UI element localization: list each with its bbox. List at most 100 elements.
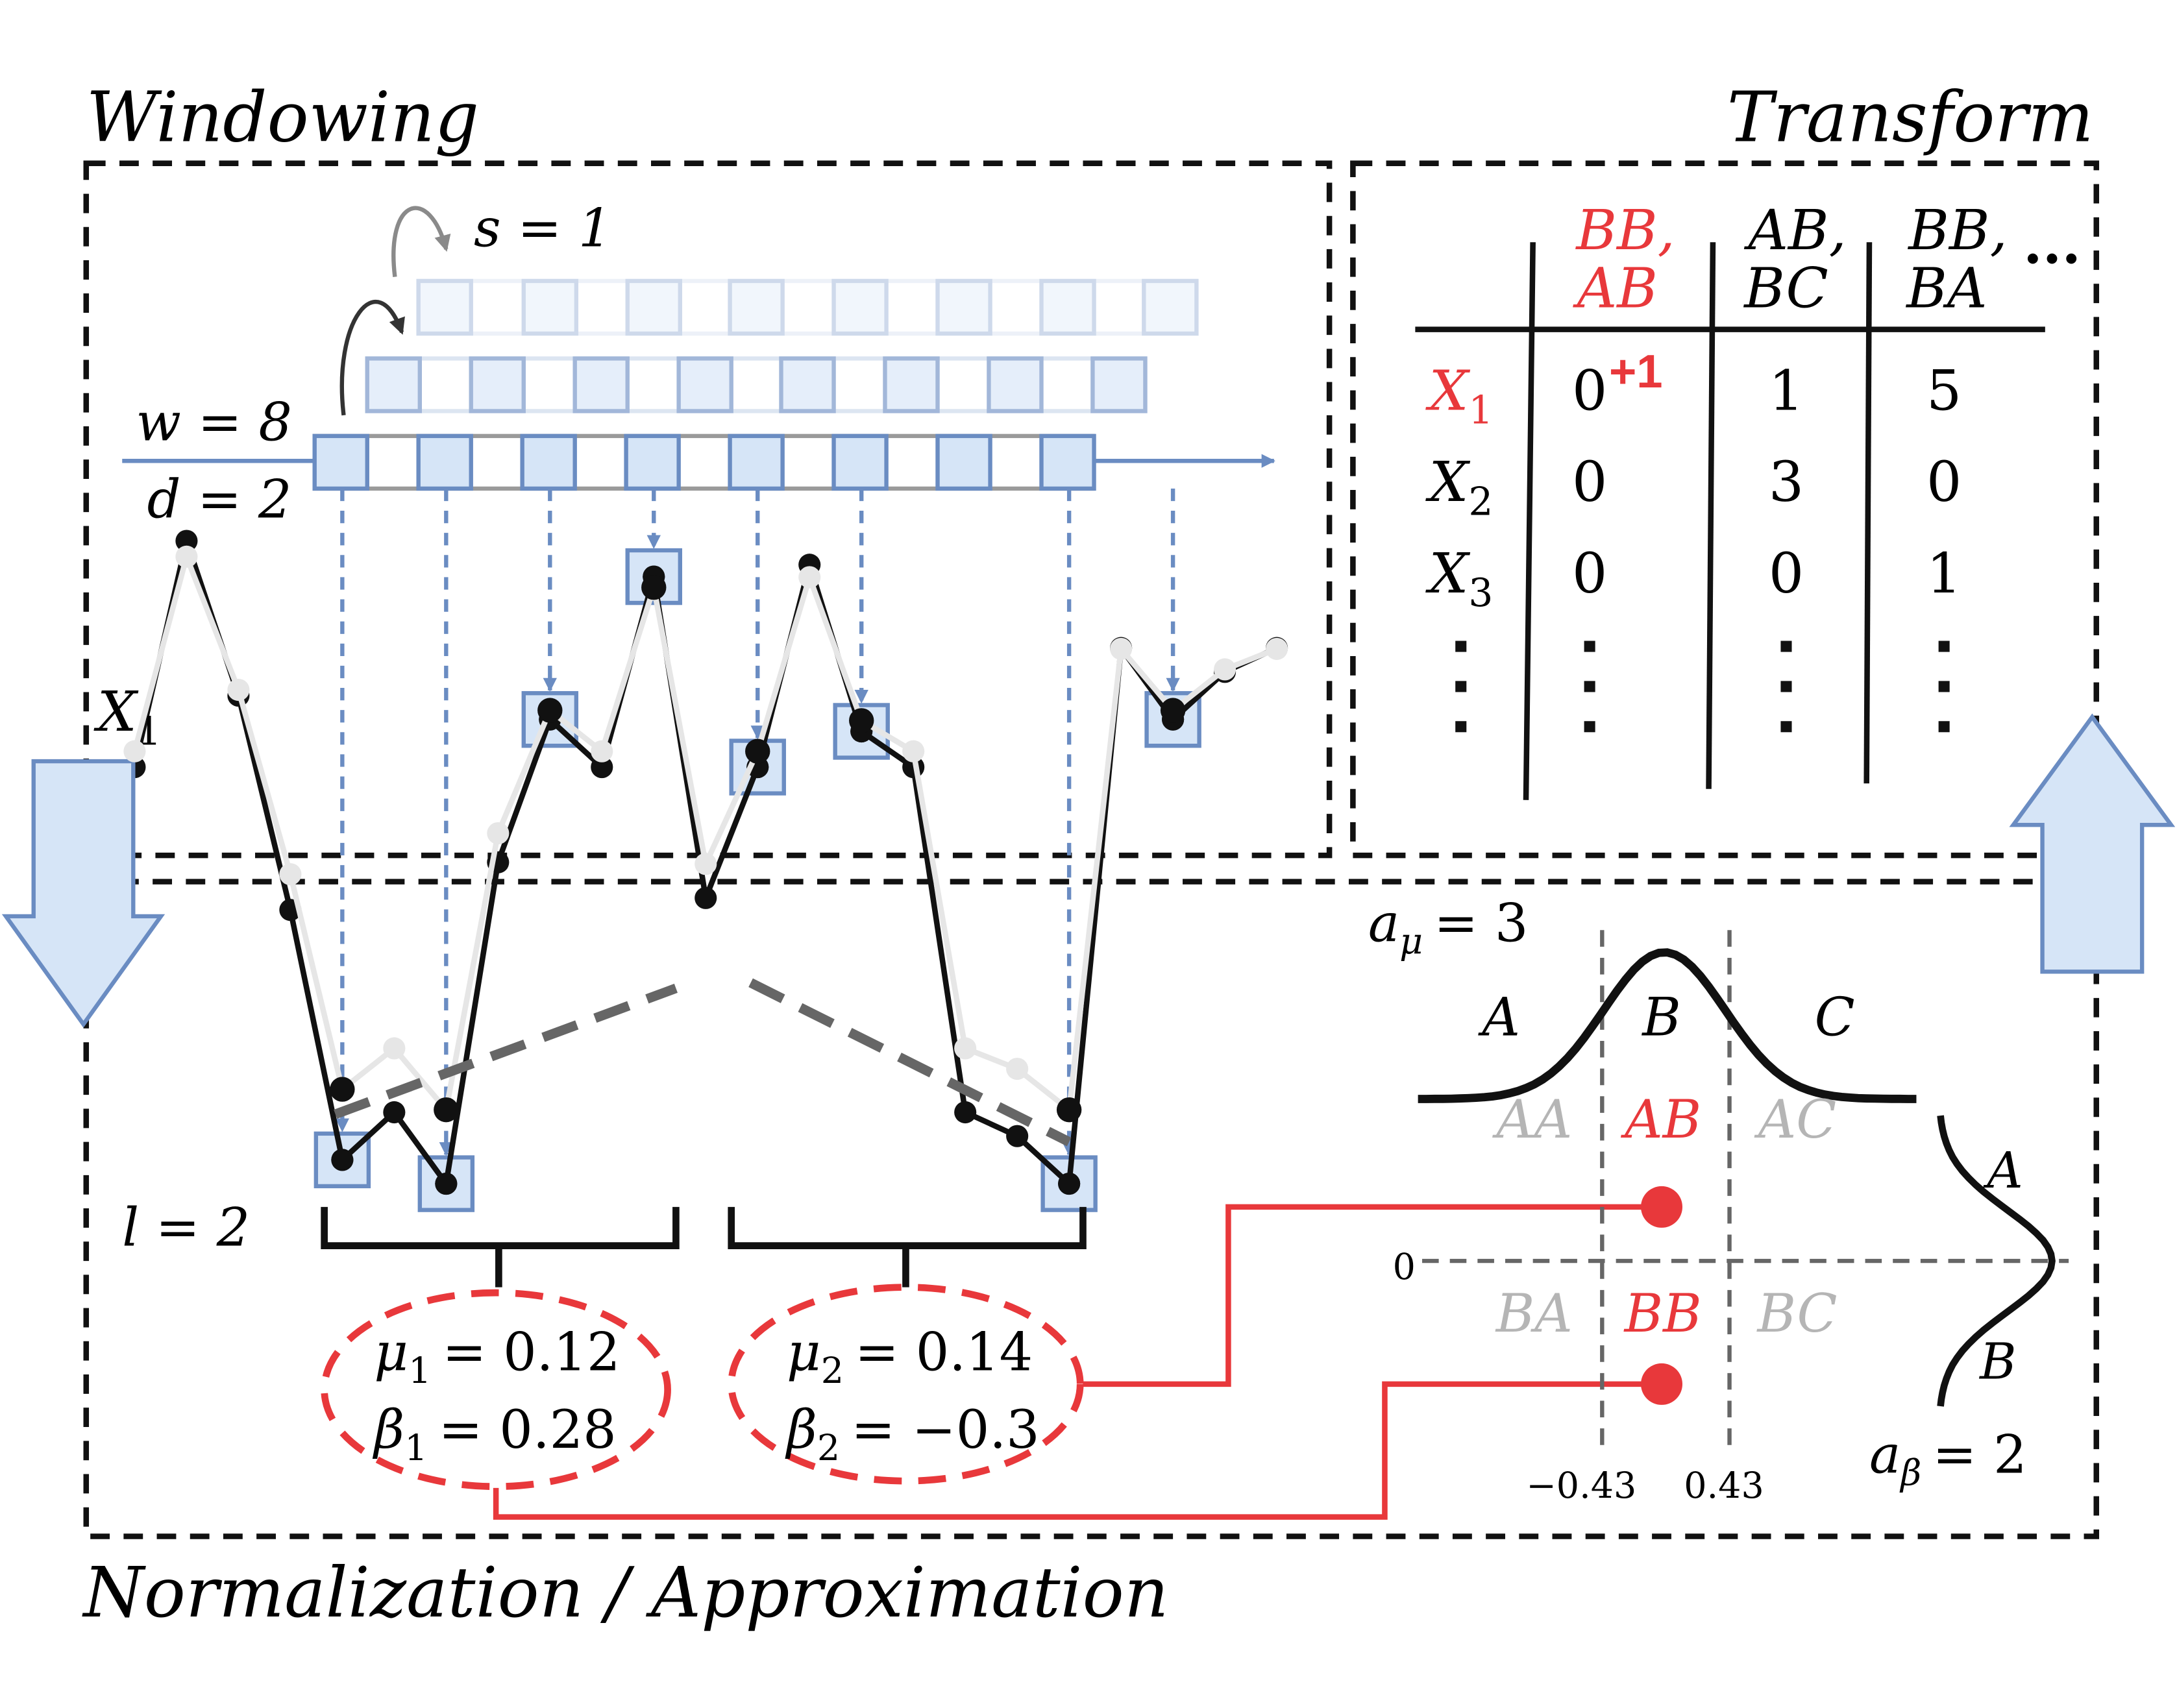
faded-series-point: [383, 1037, 406, 1060]
row-3-label: X3: [1425, 542, 1494, 616]
beta2-label: β2= −0.3: [785, 1400, 1040, 1469]
mu-symbol-b: B: [1641, 987, 1681, 1048]
window-row-faded: [416, 278, 1199, 336]
col-1-line2: AB: [1573, 257, 1658, 321]
window-row-shifted: [365, 356, 1148, 413]
segment-2-stats-ellipse: [728, 1284, 1084, 1485]
row-3-col-3: 1: [1926, 542, 1962, 606]
increment-badge: +1: [1609, 345, 1663, 398]
beta-symbol-a: A: [1983, 1142, 2023, 1200]
mu-symbol-a: A: [1477, 987, 1520, 1048]
stride-arrow-dark: [339, 299, 405, 416]
word-ac: AC: [1754, 1090, 1837, 1151]
segment-1-stats-ellipse: [321, 1289, 671, 1491]
window-point: [641, 575, 667, 600]
window-point: [745, 738, 770, 764]
row-2-col-3: 0: [1926, 450, 1962, 515]
alpha-mu-label: aμ= 3: [1368, 893, 1529, 962]
up-block-arrow: [2009, 713, 2176, 974]
beta1-label: β1= 0.28: [372, 1400, 616, 1469]
col-1-line1: BB,: [1575, 199, 1675, 263]
series-point: [331, 1149, 354, 1171]
segment-2-bracket: [728, 1206, 1087, 1287]
window-point: [849, 708, 874, 733]
mu-gaussian-curve: [1418, 948, 1917, 1103]
faded-series-point: [1266, 637, 1288, 660]
regression-line-segment-2: [748, 978, 1072, 1147]
series-point: [435, 1172, 458, 1195]
row-1-col-3: 5: [1926, 359, 1962, 423]
breakpoint-pos-label: 0.43: [1684, 1465, 1764, 1507]
word-ba: BA: [1495, 1284, 1573, 1345]
breakpoint-neg-label: −0.43: [1526, 1465, 1636, 1507]
col-2-line2: BC: [1743, 257, 1828, 321]
faded-series-point: [123, 740, 146, 762]
row-2-col-2: 3: [1769, 450, 1804, 515]
down-block-arrow: [1, 759, 166, 1028]
word-ab: AB: [1620, 1090, 1701, 1151]
row-1-col-2: 1: [1769, 359, 1804, 423]
word-bb: BB: [1623, 1284, 1702, 1345]
row-3-col-2: 0: [1769, 542, 1804, 606]
col-2-line1: AB,: [1743, 199, 1846, 263]
faded-series-point: [175, 545, 198, 568]
series-point: [591, 755, 613, 779]
table-header: BB, AB AB, BC BB, BA ...: [1573, 199, 2081, 321]
regression-line-segment-1: [334, 983, 678, 1119]
word-bc: BC: [1756, 1284, 1838, 1345]
transform-title: Transform: [1727, 78, 2094, 158]
window-point: [330, 1077, 355, 1102]
faded-series-point: [1110, 637, 1133, 660]
stride-label: s = 1: [474, 199, 612, 260]
series-point: [1006, 1125, 1029, 1147]
window-point: [434, 1097, 459, 1123]
row-3-col-1: 0: [1572, 542, 1607, 606]
faded-time-series: [123, 545, 1288, 1121]
row-2-col-1: 0: [1572, 450, 1607, 515]
mu2-label: μ2= 0.14: [787, 1323, 1033, 1392]
segment-1-bracket: [321, 1206, 680, 1287]
faded-series-point: [227, 678, 250, 702]
col-3-line1: BB,: [1907, 199, 2007, 263]
col-3-line2: BA: [1905, 257, 1987, 321]
connector-to-bb: [493, 1381, 1659, 1520]
projection-arrows: [335, 488, 1180, 1156]
ab-point-marker: [1641, 1186, 1683, 1228]
window-point: [1160, 698, 1186, 723]
beta-gaussian-curve: [1937, 1115, 2056, 1407]
windowing-panel: [83, 160, 1333, 859]
bb-point-marker: [1641, 1363, 1683, 1405]
time-series-x1: [123, 530, 1288, 1195]
series-point: [1058, 1172, 1081, 1195]
row-2-label: X2: [1425, 450, 1494, 524]
dilation-label: d = 2: [147, 470, 292, 531]
faded-series-point: [487, 822, 510, 845]
window-points: [330, 575, 1186, 1123]
more-columns-ellipsis: ...: [2023, 212, 2081, 276]
mu1-label: μ1= 0.12: [374, 1323, 620, 1392]
series-label: X1: [93, 680, 162, 754]
row-1-label: X1: [1425, 359, 1494, 433]
mu-symbol-c: C: [1815, 987, 1855, 1048]
row-1-col-1: 0: [1572, 359, 1607, 423]
normalization-title: Normalization / Approximation: [82, 1553, 1169, 1633]
series-point: [954, 1101, 977, 1124]
transform-panel: [1350, 160, 2100, 859]
connector-to-ab: [1083, 1204, 1659, 1387]
row-ellipsis-dots: [1455, 640, 1950, 733]
window-point: [537, 698, 563, 723]
word-aa: AA: [1492, 1090, 1572, 1151]
zero-label: 0: [1393, 1247, 1416, 1288]
faded-series-point: [591, 740, 613, 762]
segments-label: l = 2: [122, 1198, 250, 1259]
faded-series-point: [902, 740, 925, 762]
faded-series-point: [279, 863, 302, 886]
faded-series-point: [1214, 658, 1236, 681]
series-point: [383, 1101, 406, 1124]
faded-series-point: [954, 1037, 977, 1060]
alpha-beta-label: aβ= 2: [1869, 1424, 2027, 1494]
faded-series-point: [695, 853, 717, 875]
window-row-main: [312, 433, 1096, 491]
window-point: [1056, 1097, 1082, 1123]
